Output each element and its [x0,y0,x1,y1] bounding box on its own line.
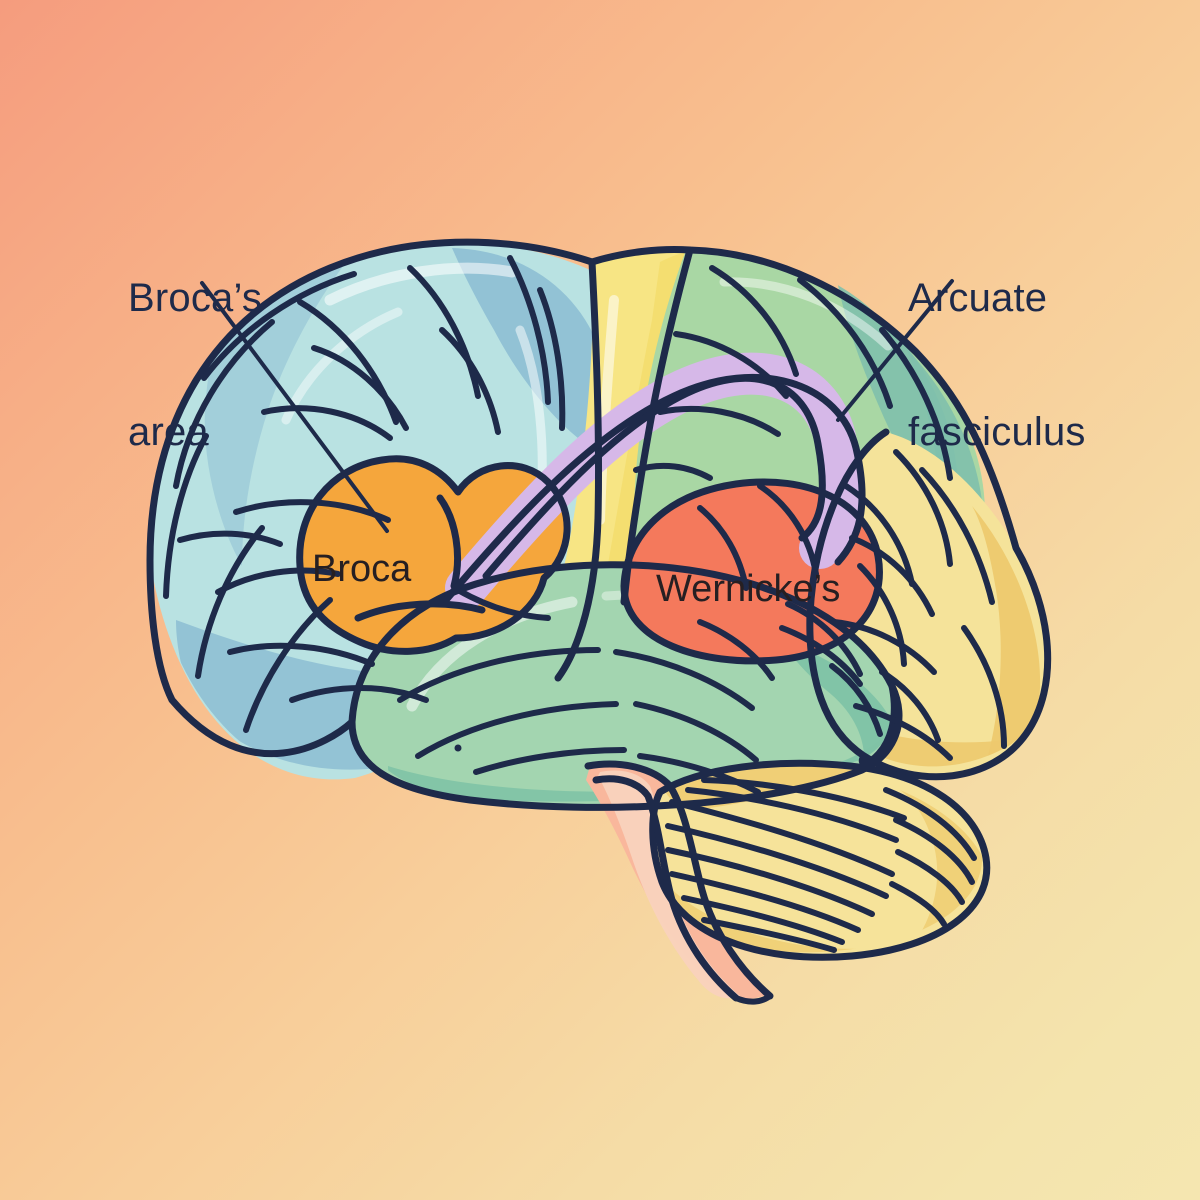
brocas-area-outline [296,455,571,655]
sylvian-fissure [348,561,896,726]
cerebellum-folia [665,777,977,953]
central-sulcus-anterior [554,258,603,682]
brocas-inner-sulcus-3 [455,587,551,621]
leader-line-brocas-area [200,281,389,533]
region-label-broca: Broca [312,548,412,590]
brainstem-medulla-tip [733,993,773,1005]
callout-label-brocas-area-line1: Broca’s [128,275,263,320]
parietal-lobe-highlights [719,277,893,351]
region-label-wernickes: Wernicke’s [656,568,841,610]
callout-label-arcuate-fasciculus-line2: fasciculus [908,409,1086,454]
occipital-gyri [831,467,1007,761]
callout-label-brocas-area-line2: area [128,409,209,454]
brainstem-outline [584,760,774,1000]
leader-line-arcuate-fasciculus [836,279,954,422]
brocas-inner-sulcus-2 [354,600,486,622]
cortex-outline [146,238,1052,811]
temporal-dot [454,744,462,752]
parietal-gyri [633,265,953,681]
cerebellum-outline [649,759,991,961]
brainstem-outline-inner [592,775,740,1002]
brocas-inner-sulcus-1 [436,494,462,590]
temporal-gyri [397,625,883,795]
arcuate-edge-lower [482,374,826,580]
callout-label-brocas-area: Broca’s area [128,186,262,544]
wernickes-area-outline [620,478,883,665]
brain-outlines [146,238,1052,1005]
frontal-gyri [163,255,566,733]
callout-label-arcuate-fasciculus: Arcuate fasciculus [908,186,1086,544]
callout-label-arcuate-fasciculus-line1: Arcuate [908,275,1048,320]
callout-leader-lines [200,279,954,533]
